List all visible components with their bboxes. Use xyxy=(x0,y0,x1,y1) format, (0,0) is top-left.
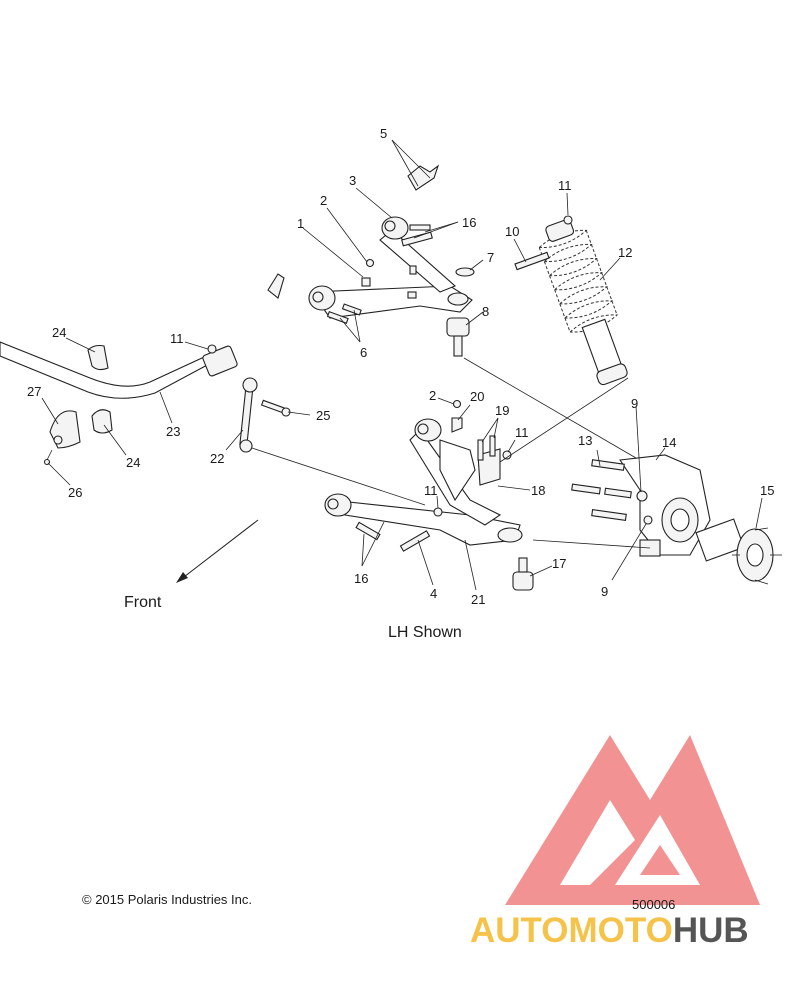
callout-4: 4 xyxy=(430,586,437,601)
callout-1: 1 xyxy=(297,216,304,231)
callout-5: 5 xyxy=(380,126,387,141)
watermark-brand-part1: AUTOMOTO xyxy=(470,911,673,950)
callout-16-upper: 16 xyxy=(462,215,476,230)
callout-11-lower-right: 11 xyxy=(515,425,529,440)
callout-9-top: 9 xyxy=(631,396,638,411)
callout-14: 14 xyxy=(662,435,676,450)
steering-knuckle xyxy=(619,454,711,557)
callout-23: 23 xyxy=(166,424,180,439)
callout-26: 26 xyxy=(68,485,82,500)
callout-27: 27 xyxy=(27,384,41,399)
callout-11-stab: 11 xyxy=(170,331,184,346)
wheel-hub xyxy=(695,518,782,585)
lower-a-arm xyxy=(324,399,534,591)
callout-labels: 1 2 3 5 16 7 8 6 11 10 12 11 24 27 23 24… xyxy=(27,126,774,607)
watermark-logo xyxy=(505,735,760,905)
callout-2-lower: 2 xyxy=(429,388,436,403)
callout-12: 12 xyxy=(618,245,632,260)
diagram-ref-number: 500006 xyxy=(632,897,675,912)
stabilizer-link xyxy=(207,344,291,453)
callout-25: 25 xyxy=(316,408,330,423)
callout-2-upper: 2 xyxy=(320,193,327,208)
callout-6: 6 xyxy=(360,345,367,360)
upper-a-arm xyxy=(267,164,475,357)
knuckle-bolts xyxy=(571,459,653,525)
callout-11-shock: 11 xyxy=(558,178,572,193)
front-label: Front xyxy=(124,594,162,611)
watermark-brand-part2: HUB xyxy=(673,911,749,950)
callout-3: 3 xyxy=(349,173,356,188)
watermark-brand: AUTOMOTOHUB xyxy=(470,911,749,950)
leader-lines xyxy=(41,139,763,591)
callout-11-lower: 11 xyxy=(424,483,438,498)
callout-17: 17 xyxy=(552,556,566,571)
lh-shown-caption: LH Shown xyxy=(388,624,462,641)
callout-7: 7 xyxy=(487,250,494,265)
callout-19: 19 xyxy=(495,403,509,418)
callout-16-lower: 16 xyxy=(354,571,368,586)
callout-20: 20 xyxy=(470,389,484,404)
callout-24-bottom: 24 xyxy=(126,455,140,470)
stabilizer-bar xyxy=(0,341,238,466)
callout-13: 13 xyxy=(578,433,592,448)
callout-10: 10 xyxy=(505,224,519,239)
callout-24-top: 24 xyxy=(52,325,66,340)
callout-15: 15 xyxy=(760,483,774,498)
callout-18: 18 xyxy=(531,483,545,498)
callout-9-bottom: 9 xyxy=(601,584,608,599)
callout-8: 8 xyxy=(482,304,489,319)
shock-absorber xyxy=(514,215,628,386)
callout-22: 22 xyxy=(210,451,224,466)
callout-21: 21 xyxy=(471,592,485,607)
front-direction-arrow xyxy=(176,519,259,583)
copyright-text: © 2015 Polaris Industries Inc. xyxy=(82,892,252,907)
